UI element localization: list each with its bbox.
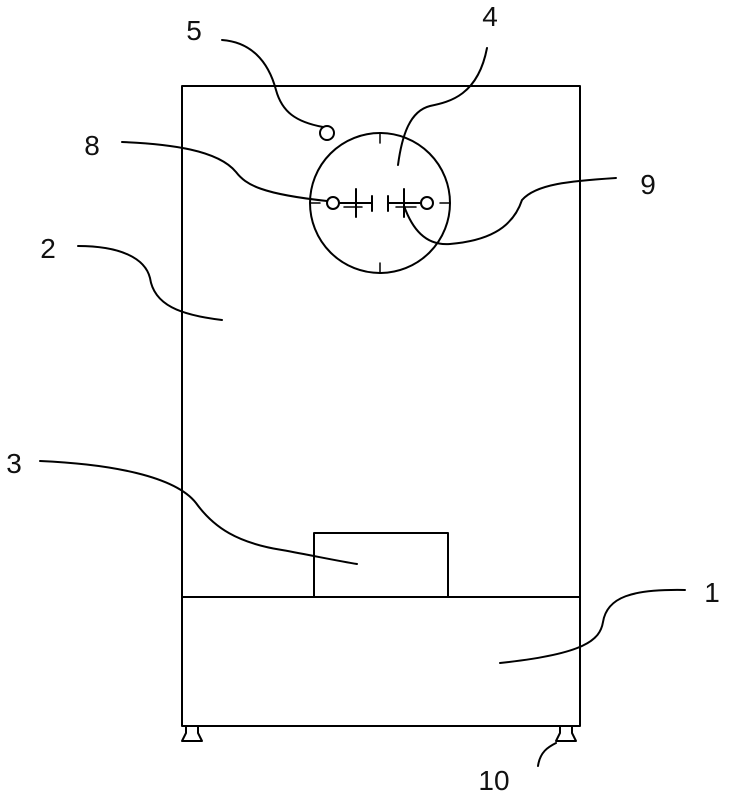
cabinet-body: [182, 86, 580, 726]
label-9: 9: [640, 169, 656, 200]
label-10: 10: [478, 765, 509, 796]
leader-2: [78, 246, 222, 320]
label-1: 1: [704, 577, 720, 608]
left-foot: [182, 727, 202, 741]
leader-1: [500, 590, 685, 663]
label-5: 5: [186, 15, 202, 46]
inner-box: [314, 533, 448, 597]
label-8: 8: [84, 130, 100, 161]
leader-9: [404, 178, 616, 244]
circular-window: [310, 133, 450, 273]
leader-3: [40, 461, 357, 564]
knob: [320, 126, 334, 140]
right-mechanism: [388, 189, 433, 217]
leader-5: [222, 40, 323, 127]
right-foot: [556, 727, 576, 741]
label-4: 4: [482, 1, 498, 32]
leader-4: [398, 48, 487, 165]
label-3: 3: [6, 448, 22, 479]
leader-8: [122, 142, 327, 201]
leader-10: [538, 743, 556, 766]
left-mechanism: [327, 189, 372, 217]
label-2: 2: [40, 233, 56, 264]
